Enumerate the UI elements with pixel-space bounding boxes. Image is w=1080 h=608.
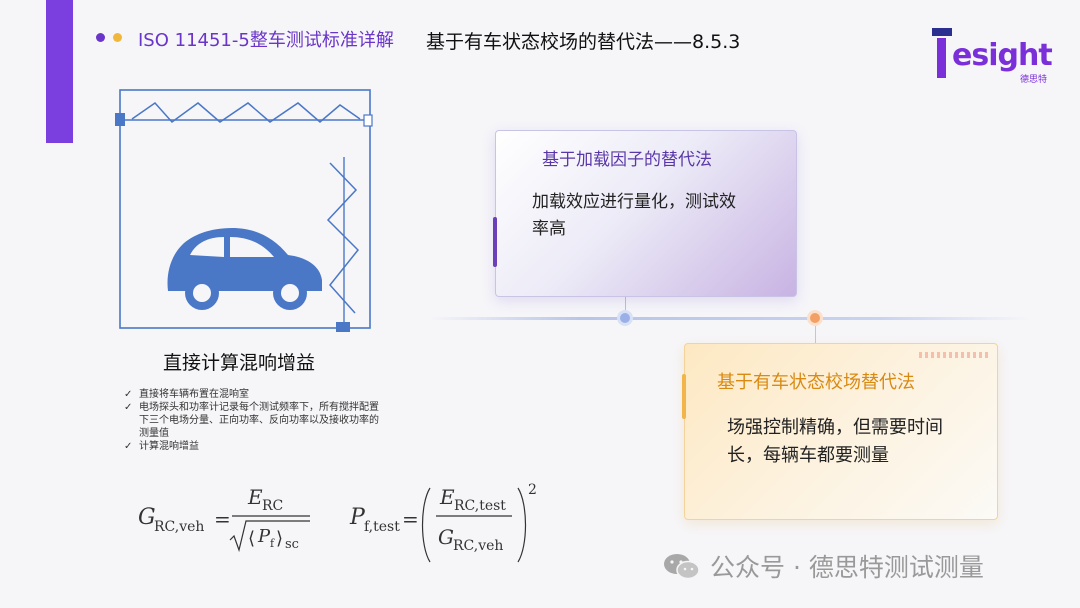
svg-text:sc: sc <box>285 537 299 552</box>
card-title: 基于有车状态校场替代法 <box>717 372 915 393</box>
stirrer-mount-right <box>363 114 373 127</box>
timeline-stem-1 <box>625 296 626 314</box>
watermark: 公众号 · 德思特测试测量 <box>662 548 984 584</box>
check-icon: ✓ <box>124 441 133 452</box>
tesight-logo: esight 德思特 <box>930 24 1053 88</box>
check-icon: ✓ <box>124 402 133 413</box>
timeline-node-1 <box>620 313 630 323</box>
check-icon: ✓ <box>124 389 133 400</box>
bullet-text: 直接将车辆布置在混响室 <box>139 389 249 400</box>
car-icon <box>167 228 322 310</box>
formulas: G RC,veh = E RC ⟨ P f ⟩ sc P f,test = E … <box>138 482 537 563</box>
svg-text:E: E <box>247 485 263 509</box>
slide-title: 基于有车状态校场的替代法——8.5.3 <box>426 31 741 53</box>
wechat-icon <box>664 554 700 580</box>
svg-text:RC,veh: RC,veh <box>154 519 204 535</box>
bullet-item: ✓ 电场探头和功率计记录每个测试频率下，所有搅拌配置下三个电场分量、正向功率、反… <box>124 401 384 440</box>
card-load-factor: 基于加载因子的替代法 加载效应进行量化，测试效率高 <box>493 130 797 297</box>
svg-text:f: f <box>270 537 275 550</box>
logo-subtext: 德思特 <box>1020 75 1048 85</box>
logo-mark-icon <box>932 28 952 78</box>
formula-p-f-test: P f,test = E RC,test G RC,veh 2 <box>349 482 537 563</box>
svg-text:P: P <box>349 505 366 530</box>
header-dot-purple <box>96 33 105 42</box>
svg-text:RC,veh: RC,veh <box>453 538 503 554</box>
watermark-text: 公众号 · 德思特测试测量 <box>710 553 984 582</box>
bullet-text: 电场探头和功率计记录每个测试频率下，所有搅拌配置下三个电场分量、正向功率、反向功… <box>139 402 379 439</box>
svg-text:P: P <box>257 526 271 547</box>
card-body: 场强控制精确，但需要时间长，每辆车都要测量 <box>727 417 943 466</box>
card-title: 基于加载因子的替代法 <box>542 150 712 170</box>
header-dots <box>96 33 122 42</box>
stirrer-vertical <box>326 162 360 314</box>
svg-text:G: G <box>438 525 454 549</box>
header-title: ISO 11451-5整车测试标准详解 <box>138 30 394 51</box>
svg-text:RC,test: RC,test <box>454 498 506 514</box>
svg-text:f,test: f,test <box>364 519 400 535</box>
card-edge-marker <box>493 217 497 267</box>
card-stripe-decoration <box>919 352 989 358</box>
accent-bar <box>46 0 73 143</box>
card-edge-marker <box>682 374 686 419</box>
card-vehicle-calibration: 基于有车状态校场替代法 场强控制精确，但需要时间长，每辆车都要测量 <box>682 343 998 520</box>
bullet-text: 计算混响增益 <box>139 441 199 452</box>
svg-text:⟨: ⟨ <box>248 528 255 549</box>
card-body: 加载效应进行量化，测试效率高 <box>532 192 736 239</box>
svg-text:=: = <box>214 507 231 531</box>
timeline-line <box>430 317 1030 320</box>
svg-text:⟩: ⟩ <box>276 528 283 549</box>
svg-text:=: = <box>402 507 419 531</box>
bullet-list: ✓ 直接将车辆布置在混响室 ✓ 电场探头和功率计记录每个测试频率下，所有搅拌配置… <box>124 388 384 453</box>
bullet-item: ✓ 计算混响增益 <box>124 440 384 453</box>
reverberation-chamber-diagram <box>115 89 373 332</box>
svg-text:2: 2 <box>528 482 537 498</box>
timeline-node-2 <box>810 313 820 323</box>
stirrer-base <box>336 322 350 332</box>
formula-g-rc-veh: G RC,veh = E RC ⟨ P f ⟩ sc <box>138 485 310 553</box>
timeline-stem-2 <box>815 323 816 345</box>
left-caption: 直接计算混响增益 <box>163 352 316 374</box>
bullet-item: ✓ 直接将车辆布置在混响室 <box>124 388 384 401</box>
svg-text:G: G <box>138 505 156 530</box>
stirrer-horizontal <box>131 102 361 124</box>
svg-text:E: E <box>439 485 455 509</box>
svg-text:RC: RC <box>262 498 283 514</box>
stirrer-mount-left <box>115 113 125 126</box>
logo-text: esight <box>952 38 1053 73</box>
header-dot-yellow <box>113 33 122 42</box>
